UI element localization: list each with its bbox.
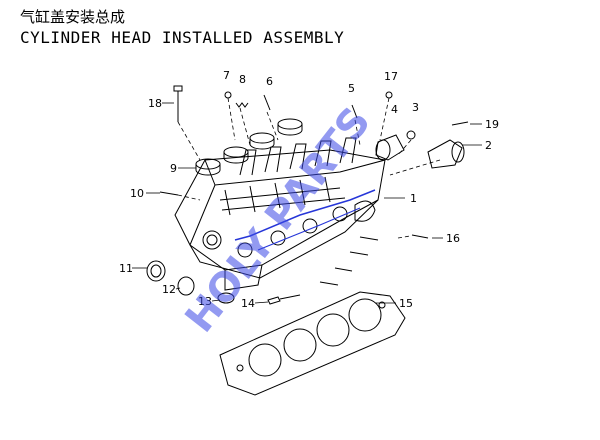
camshaft-sensor [427,139,465,169]
callout-7: 7 [223,69,230,82]
callout-3: 3 [412,101,419,114]
stud-16 [411,234,429,239]
seal-12 [177,276,195,296]
title-chinese: 气缸盖安装总成 [20,8,126,26]
leader-dashes [177,97,441,239]
callout-15: 15 [399,297,413,310]
callout-13: 13 [198,295,212,308]
valve-14 [267,294,301,305]
callout-6: 6 [266,75,273,88]
callout-1: 1 [410,192,417,205]
plug-7 [224,91,232,99]
callout-9: 9 [170,162,177,175]
callout-leaders [132,102,482,304]
highlighted-camshaft-region [234,189,376,241]
callout-8: 8 [239,73,246,86]
callout-10: 10 [130,187,144,200]
callout-5: 5 [348,82,355,95]
watermark: HOLY PARTS [177,99,380,341]
seal-13 [217,292,235,304]
callout-17: 17 [384,70,398,83]
callout-19: 19 [485,118,499,131]
seal-11 [146,260,166,282]
cylinder-head-body [174,137,386,291]
spring-8 [235,102,249,108]
callout-11: 11 [119,262,133,275]
callout-4: 4 [391,103,398,116]
plug-3 [406,130,416,140]
stud-10 [159,191,179,196]
oil-cap [375,134,405,161]
bolt-19 [451,121,469,126]
callout-18: 18 [148,97,162,110]
callout-12: 12 [162,283,176,296]
callout-14: 14 [241,297,255,310]
plug-17 [385,91,393,99]
title-english: CYLINDER HEAD INSTALLED ASSEMBLY [20,28,345,47]
callout-16: 16 [446,232,460,245]
valve-lifters [195,118,303,176]
head-bolt [173,85,183,122]
callout-2: 2 [485,139,492,152]
dowel-pin [351,104,358,119]
pin-6 [263,94,271,111]
callout-labels: 1 2 3 4 5 6 7 8 9 10 11 12 13 14 15 16 1… [119,69,499,310]
head-gasket [219,291,406,396]
